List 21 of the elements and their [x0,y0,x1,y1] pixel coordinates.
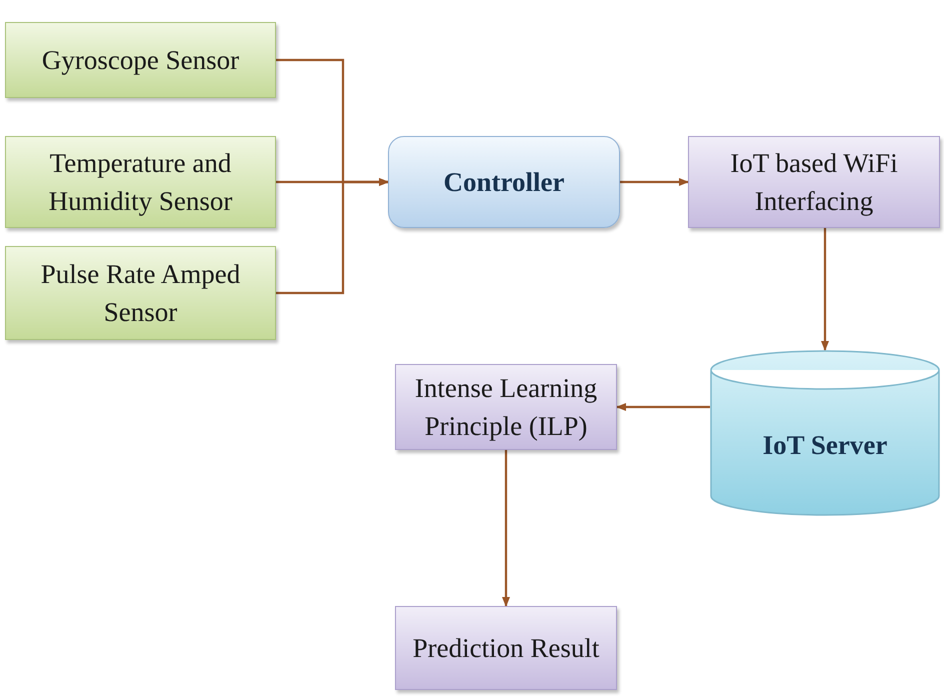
arrow [276,178,389,294]
node-label: Controller [444,166,564,199]
arrow [616,403,710,411]
node-label: Pulse Rate Amped Sensor [40,258,242,329]
node-label: IoT based WiFi Interfacing [729,147,899,218]
sensor-box [5,136,276,228]
arrow [502,450,510,607]
process-box [395,364,617,450]
node-label: Intense Learning Principle (ILP) [414,372,598,443]
arrow [821,228,829,351]
sensor-box [5,246,276,340]
node-label: Gyroscope Sensor [42,44,240,77]
arrow [620,178,689,186]
database-cylinder [710,350,940,516]
node-label: Prediction Result [412,632,600,665]
process-box [688,136,940,228]
controller-box [388,136,620,228]
node-label: IoT Server [762,429,888,462]
sensor-box [5,22,276,98]
process-box [395,606,617,690]
node-label: Temperature and Humidity Sensor [48,147,234,218]
